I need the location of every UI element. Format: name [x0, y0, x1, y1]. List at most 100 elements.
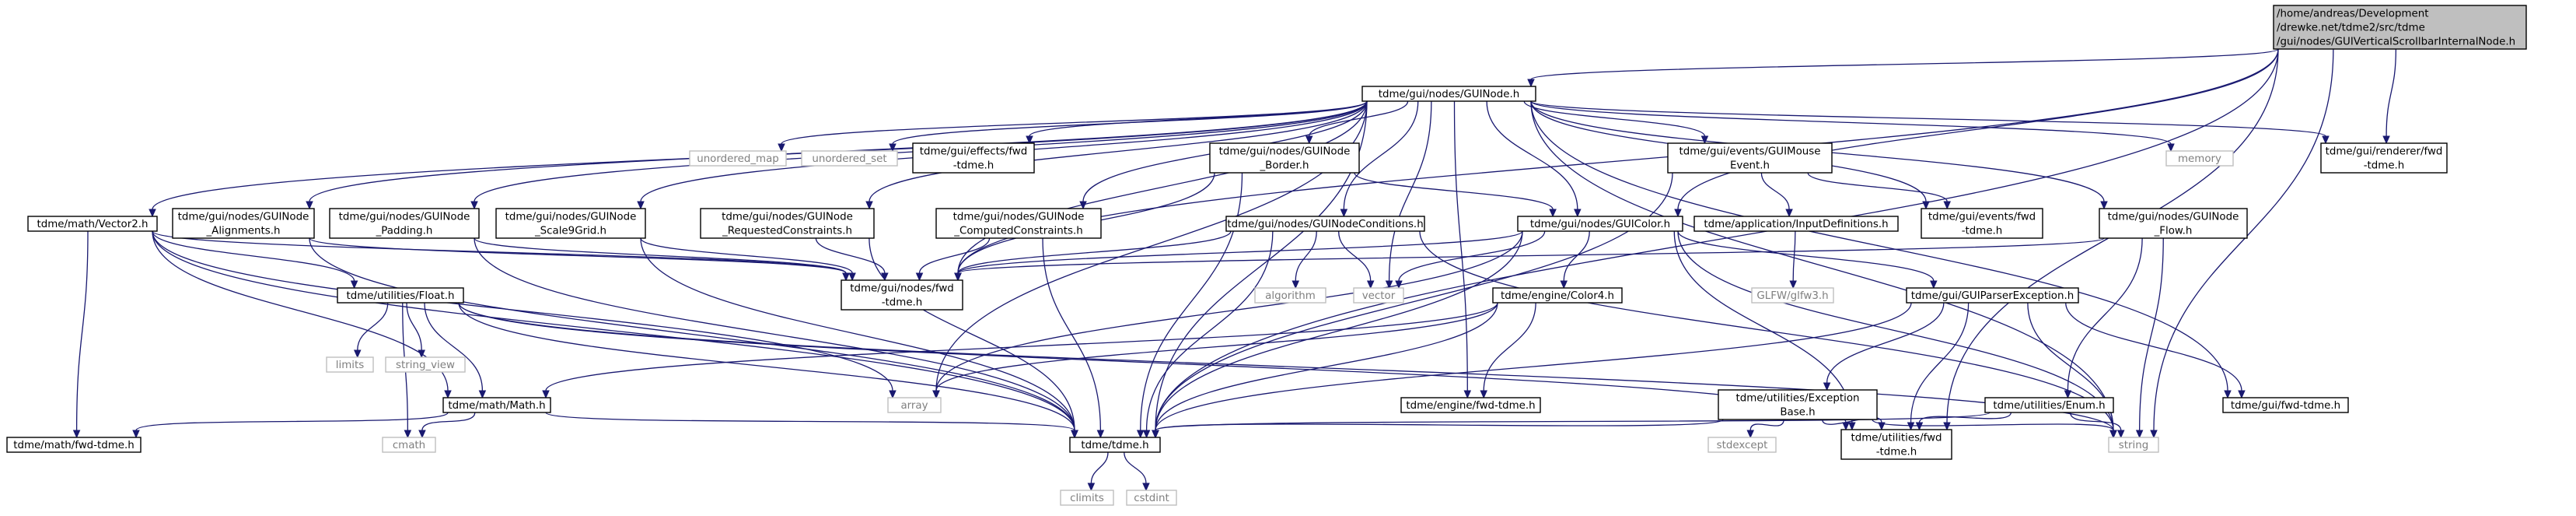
edge-arrowhead — [1096, 430, 1105, 439]
edge-enum-to-tdme — [1155, 412, 1991, 431]
node-label: stdexcept — [1717, 440, 1768, 451]
node-requested[interactable]: tdme/gui/nodes/GUINode_RequestedConstrai… — [700, 208, 875, 239]
edge-arrowhead — [954, 272, 962, 282]
edge-enum-to-utilities_fwd — [1918, 412, 2012, 423]
edge-guicolor-to-array — [935, 230, 1523, 391]
edge-conditions-to-algorithm — [1295, 230, 1317, 282]
node-alignments[interactable]: tdme/gui/nodes/GUINode_Alignments.h — [172, 208, 315, 239]
node-box — [1492, 287, 1623, 304]
node-engine-fwd[interactable]: tdme/engine/fwd-tdme.h — [1400, 397, 1541, 413]
node-label: _Padding.h — [376, 226, 433, 237]
edge-arrowhead — [865, 201, 873, 210]
edge-flow-to-nodes_fwd — [957, 237, 2105, 274]
edge-arrowhead — [2150, 430, 2158, 439]
node-vector2[interactable]: tdme/math/Vector2.h — [27, 216, 158, 232]
node-box — [689, 150, 787, 167]
node-label: _Scale9Grid.h — [534, 226, 606, 237]
node-utilities-fwd[interactable]: tdme/utilities/fwd-tdme.h — [1840, 429, 1952, 460]
node-box — [1209, 142, 1360, 174]
node-color4[interactable]: tdme/engine/Color4.h — [1492, 287, 1623, 304]
edge-float-to-tdme — [458, 302, 1075, 431]
node-label: tdme/gui/nodes/GUINode.h — [1379, 89, 1520, 100]
edge-guicolor-to-vector — [1398, 230, 1546, 282]
node-events-fwd[interactable]: tdme/gui/events/fwd -tdme.h — [1921, 208, 2043, 239]
node-parser-ex[interactable]: tdme/gui/GUIParserException.h — [1906, 287, 2079, 304]
node-stdexcept: stdexcept — [1707, 437, 1777, 453]
node-enum[interactable]: tdme/utilities/Enum.h — [1984, 397, 2114, 413]
edge-conditions-to-nodes_fwd — [957, 230, 1232, 274]
node-box — [442, 397, 551, 413]
edge-root-to-renderer_fwd — [2386, 48, 2397, 137]
edge-enum-to-string — [2069, 412, 2122, 431]
edge-arrowhead — [1842, 422, 1850, 431]
node-box — [1060, 490, 1114, 506]
edge-float-to-utilities_fwd — [458, 302, 1847, 423]
node-box — [935, 208, 1102, 239]
edge-arrowhead — [1366, 280, 1375, 290]
node-label: tdme/math/Math.h — [448, 400, 545, 412]
edge-arrowhead — [889, 390, 897, 399]
node-gui-fwd[interactable]: tdme/gui/fwd-tdme.h — [2222, 397, 2349, 413]
node-box — [1254, 287, 1326, 304]
node-conditions[interactable]: tdme/gui/nodes/GUINodeConditions.h — [1225, 216, 1425, 232]
edge-guinode-to-conditions — [1343, 100, 1419, 210]
edge-arrowhead — [470, 201, 478, 210]
edge-arrowhead — [1142, 430, 1151, 439]
node-effects-fwd[interactable]: tdme/gui/effects/fwd-tdme.h — [912, 142, 1035, 174]
edge-arrowhead — [1480, 390, 1487, 399]
node-scale9[interactable]: tdme/gui/nodes/GUINode_Scale9Grid.h — [495, 208, 646, 239]
edge-arrowhead — [1340, 209, 1348, 218]
node-label: -tdme.h — [2364, 160, 2405, 172]
edge-node_border-to-tdme — [1140, 172, 1243, 431]
edge-math-to-cmath — [421, 412, 476, 431]
node-math-fwd[interactable]: tdme/math/fwd-tdme.h — [6, 437, 142, 453]
edge-arrowhead — [1674, 209, 1682, 218]
node-computed[interactable]: tdme/gui/nodes/GUINode_ComputedConstrain… — [935, 208, 1102, 239]
edge-node_border-to-guicolor — [1354, 172, 1554, 210]
node-label: tdme/utilities/Enum.h — [1993, 400, 2105, 412]
edge-layer — [72, 48, 2397, 492]
node-box — [6, 437, 142, 453]
node-math[interactable]: tdme/math/Math.h — [442, 397, 551, 413]
edge-guinode-to-vector — [1388, 100, 1432, 282]
edge-arrowhead — [1087, 483, 1096, 492]
node-box — [1840, 429, 1952, 460]
node-guicolor[interactable]: tdme/gui/nodes/GUIColor.h — [1517, 216, 1683, 232]
node-float[interactable]: tdme/utilities/Float.h — [337, 287, 464, 304]
edge-padding-to-tdme — [474, 237, 1075, 431]
node-label: _Border.h — [1259, 160, 1309, 172]
node-box — [382, 437, 436, 453]
node-label: tdme/gui/nodes/GUINode — [178, 212, 309, 223]
edge-arrowhead — [2064, 390, 2072, 399]
node-tdme[interactable]: tdme/tdme.h — [1069, 437, 1161, 453]
node-label: tdme/math/fwd-tdme.h — [13, 440, 135, 451]
node-box — [2273, 5, 2527, 50]
edge-color4-to-array — [935, 302, 1498, 391]
node-label: cstdint — [1134, 493, 1169, 504]
node-nodes-fwd[interactable]: tdme/gui/nodes/fwd-tdme.h — [841, 279, 963, 311]
node-unordered-set: unordered_set — [801, 150, 898, 167]
node-label: tdme/gui/nodes/GUINode — [1219, 146, 1351, 158]
node-label: tdme/gui/nodes/GUINode — [339, 212, 470, 223]
node-renderer-fwd[interactable]: tdme/gui/renderer/fwd-tdme.h — [2320, 142, 2448, 174]
node-inputdefs[interactable]: tdme/application/InputDefinitions.h — [1693, 216, 1899, 232]
node-flow[interactable]: tdme/gui/nodes/GUINode_Flow.h — [2099, 208, 2248, 239]
node-climits: climits — [1060, 490, 1114, 506]
node-root[interactable]: /home/andreas/Development/drewke.net/tdm… — [2273, 5, 2527, 50]
edge-scale9-to-nodes_fwd — [640, 237, 853, 274]
edge-alignments-to-tdme — [309, 237, 1075, 431]
edge-root-to-guicolor — [1677, 48, 2279, 210]
edge-root-to-string — [2153, 48, 2334, 431]
node-node-border[interactable]: tdme/gui/nodes/GUINode _Border.h — [1209, 142, 1360, 174]
edge-alignments-to-nodes_fwd — [309, 237, 847, 274]
edge-arrowhead — [1878, 422, 1886, 431]
edge-arrowhead — [1789, 280, 1797, 290]
node-label: -tdme.h — [1962, 226, 2003, 237]
node-label: tdme/gui/events/fwd — [1928, 212, 2036, 223]
node-label: tdme/gui/events/GUIMouse — [1679, 146, 1821, 158]
edge-arrowhead — [1915, 422, 1924, 431]
node-padding[interactable]: tdme/gui/nodes/GUINode _Padding.h — [329, 208, 480, 239]
node-guinode[interactable]: tdme/gui/nodes/GUINode.h — [1361, 86, 1536, 102]
